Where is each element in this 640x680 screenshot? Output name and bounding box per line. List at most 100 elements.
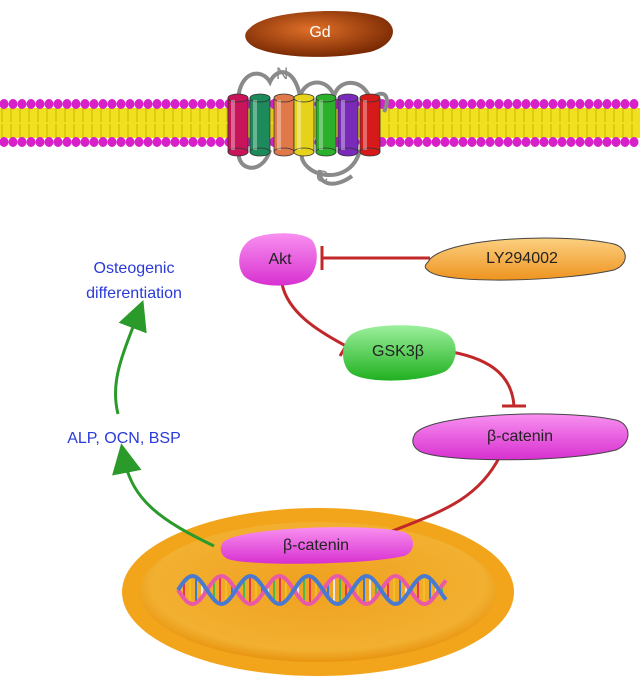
dna-helix bbox=[176, 573, 448, 607]
lipid-head bbox=[413, 137, 423, 147]
lipid-head bbox=[566, 99, 576, 109]
lipid-head bbox=[539, 99, 549, 109]
receptor-helix bbox=[315, 93, 337, 157]
c-terminus-label: C bbox=[316, 167, 328, 186]
inhibit-gsk3b-bcatenin bbox=[451, 350, 526, 408]
lipid-head bbox=[179, 99, 189, 109]
lipid-head bbox=[152, 99, 162, 109]
lipid-head bbox=[593, 137, 603, 147]
lipid-head bbox=[44, 137, 54, 147]
receptor-helix bbox=[337, 93, 359, 157]
lipid-head bbox=[206, 99, 216, 109]
lipid-head bbox=[422, 137, 432, 147]
lipid-head bbox=[35, 137, 45, 147]
differentiation-label: differentiation bbox=[86, 285, 182, 302]
akt-label: Akt bbox=[268, 251, 292, 268]
lipid-head bbox=[611, 99, 621, 109]
lipid-head bbox=[89, 137, 99, 147]
markers-label: ALP, OCN, BSP bbox=[67, 430, 181, 447]
lipid-head bbox=[620, 137, 630, 147]
lipid-head bbox=[512, 99, 522, 109]
lipid-head bbox=[557, 137, 567, 147]
lipid-head bbox=[431, 137, 441, 147]
arrow-nucleus-to-markers bbox=[112, 443, 215, 548]
lipid-head bbox=[26, 137, 36, 147]
lipid-head bbox=[71, 99, 81, 109]
inhibit-akt-gsk3b bbox=[280, 283, 354, 357]
gsk3b-label: GSK3β bbox=[372, 343, 424, 360]
lipid-head bbox=[53, 137, 63, 147]
lipid-head bbox=[62, 99, 72, 109]
lipid-head bbox=[404, 137, 414, 147]
link-bcatenin-translocation bbox=[389, 455, 502, 534]
ly294002-node bbox=[424, 237, 626, 281]
ly294002-label: LY294002 bbox=[486, 250, 558, 267]
lipid-head bbox=[125, 137, 135, 147]
bcatenin-nucleus-label: β-catenin bbox=[283, 537, 349, 554]
lipid-head bbox=[161, 137, 171, 147]
lipid-head bbox=[0, 99, 9, 109]
lipid-head bbox=[521, 99, 531, 109]
lipid-head bbox=[602, 99, 612, 109]
lipid-head bbox=[503, 137, 513, 147]
lipid-head bbox=[611, 137, 621, 147]
lipid-head bbox=[530, 137, 540, 147]
receptor-helix bbox=[359, 93, 381, 157]
lipid-head bbox=[395, 137, 405, 147]
lipid-head bbox=[476, 137, 486, 147]
inhibit-ly-akt bbox=[320, 246, 430, 270]
gd-label: Gd bbox=[309, 24, 330, 41]
lipid-head bbox=[530, 99, 540, 109]
lipid-head bbox=[584, 137, 594, 147]
lipid-head bbox=[431, 99, 441, 109]
lipid-head bbox=[215, 99, 225, 109]
lipid-head bbox=[197, 137, 207, 147]
lipid-head bbox=[494, 137, 504, 147]
lipid-head bbox=[557, 99, 567, 109]
lipid-head bbox=[134, 137, 144, 147]
lipid-head bbox=[566, 137, 576, 147]
lipid-head bbox=[116, 99, 126, 109]
lipid-head bbox=[449, 99, 459, 109]
lipid-head bbox=[602, 137, 612, 147]
lipid-head bbox=[89, 99, 99, 109]
lipid-head bbox=[125, 99, 135, 109]
lipid-head bbox=[107, 99, 117, 109]
lipid-head bbox=[188, 99, 198, 109]
lipid-head bbox=[170, 99, 180, 109]
lipid-head bbox=[521, 137, 531, 147]
lipid-head bbox=[98, 137, 108, 147]
lipid-head bbox=[395, 99, 405, 109]
lipid-head bbox=[98, 99, 108, 109]
receptor-helix bbox=[249, 93, 271, 157]
lipid-head bbox=[197, 99, 207, 109]
lipid-head bbox=[179, 137, 189, 147]
lipid-head bbox=[8, 137, 18, 147]
bcatenin-nucleus-node bbox=[220, 527, 413, 564]
lipid-head bbox=[584, 99, 594, 109]
lipid-head bbox=[0, 137, 9, 147]
dna-strand bbox=[176, 573, 448, 607]
receptor-helix bbox=[293, 93, 315, 157]
lipid-head bbox=[485, 137, 495, 147]
lipid-head bbox=[458, 99, 468, 109]
lipid-head bbox=[80, 99, 90, 109]
lipid-head bbox=[116, 137, 126, 147]
lipid-head bbox=[467, 137, 477, 147]
lipid-head bbox=[170, 137, 180, 147]
lipid-head bbox=[53, 99, 63, 109]
arrow-markers-to-osteogenic bbox=[114, 299, 147, 415]
receptor-helix bbox=[227, 93, 249, 157]
lipid-head bbox=[467, 99, 477, 109]
lipid-head bbox=[494, 99, 504, 109]
lipid-head bbox=[134, 99, 144, 109]
bcatenin-cytoplasm-node bbox=[412, 413, 629, 461]
lipid-head bbox=[629, 99, 639, 109]
lipid-head bbox=[575, 99, 585, 109]
lipid-head bbox=[548, 137, 558, 147]
lipid-head bbox=[539, 137, 549, 147]
lipid-head bbox=[548, 99, 558, 109]
gsk3b-node bbox=[343, 325, 456, 381]
